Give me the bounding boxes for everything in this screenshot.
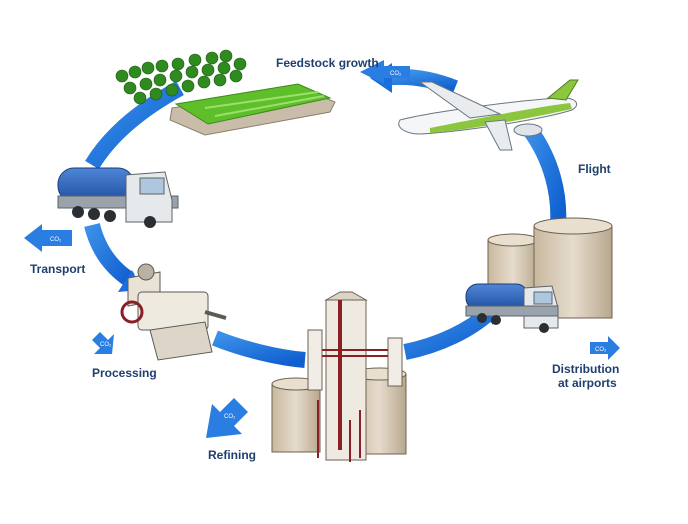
label-distribution-line2: at airports — [558, 376, 617, 390]
label-transport: Transport — [30, 262, 86, 276]
refinery — [271, 291, 407, 462]
co2-label-processing: CO₂ — [100, 342, 112, 348]
co2-label-feedstock: CO₂ — [390, 71, 402, 77]
arrow-distribution-to-flight — [523, 125, 567, 226]
co2-arrow-feedstock: CO₂ — [360, 60, 410, 84]
arrow-flight-to-feedstock — [380, 68, 458, 96]
aircraft — [398, 79, 579, 151]
arrow-feedstock-to-transport — [85, 80, 184, 170]
label-refining: Refining — [208, 448, 256, 462]
transport-truck — [57, 167, 179, 228]
label-flight: Flight — [578, 162, 611, 176]
arrow-processing-to-refining — [212, 330, 306, 368]
arrow-transport-to-processing — [84, 222, 135, 287]
cycle-arrows — [84, 68, 567, 368]
feedstock-field — [115, 49, 336, 136]
co2-label-transport: CO₂ — [50, 237, 62, 243]
co2-arrow-distribution: CO₂ — [590, 336, 620, 360]
distribution-truck — [465, 283, 559, 333]
co2-label-distribution: CO₂ — [595, 347, 607, 353]
label-distribution-line1: Distribution — [552, 362, 620, 376]
processing-press — [120, 263, 227, 361]
co2-arrow-processing: CO₂ — [92, 332, 114, 354]
co2-label-refining: CO₂ — [224, 414, 236, 420]
tree-grove — [115, 49, 247, 105]
label-feedstock-growth: Feedstock growth — [276, 56, 379, 70]
distribution-depot — [465, 217, 613, 333]
co2-arrow-refining: CO₂ — [206, 398, 248, 438]
label-processing: Processing — [92, 366, 157, 380]
co2-arrow-transport: CO₂ — [24, 224, 72, 252]
